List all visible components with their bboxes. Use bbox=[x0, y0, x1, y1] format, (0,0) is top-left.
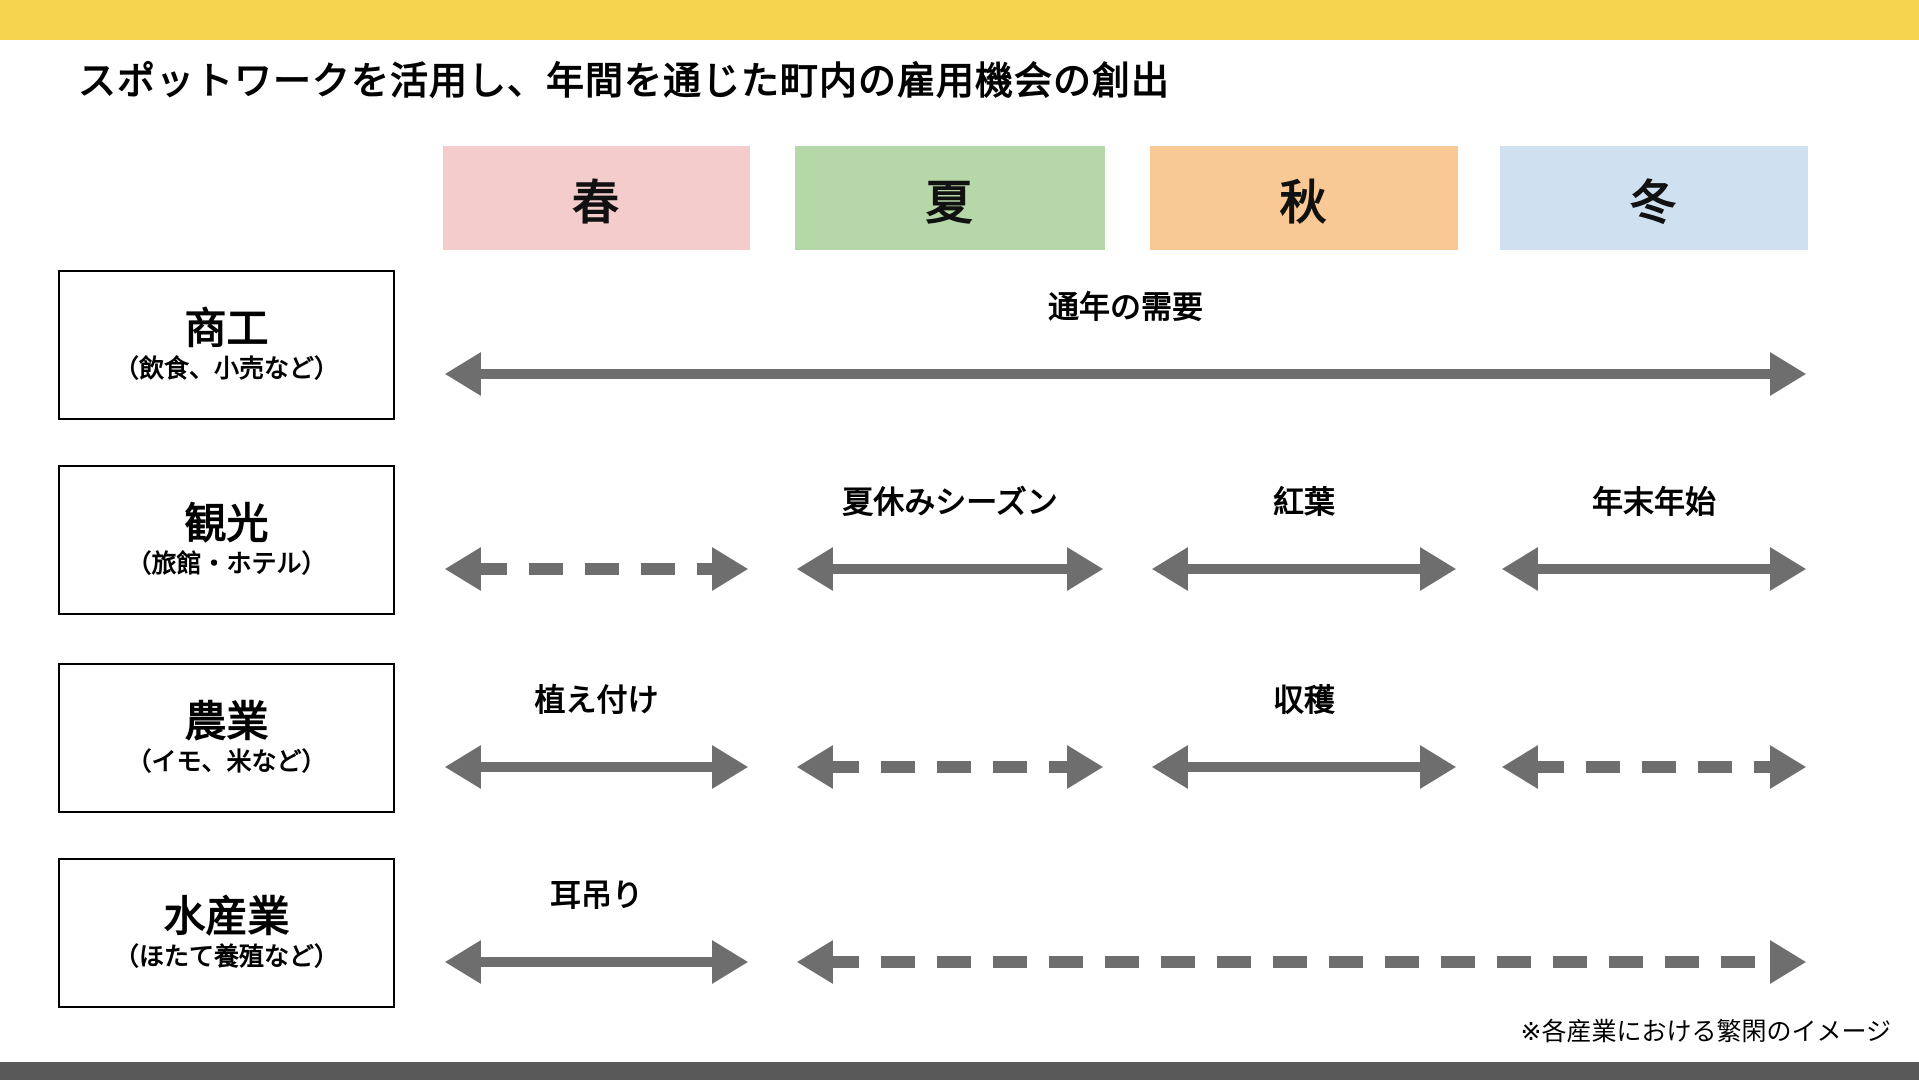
double-arrow-solid-icon bbox=[445, 940, 748, 984]
demand-span-tourism: 夏休みシーズン bbox=[795, 465, 1105, 615]
arrow-head bbox=[1420, 745, 1456, 789]
demand-span-commerce: 通年の需要 bbox=[443, 270, 1808, 420]
arrow-head bbox=[712, 745, 748, 789]
industry-name: 農業 bbox=[184, 697, 269, 745]
arrow-shaft bbox=[473, 957, 720, 967]
demand-span-fishery bbox=[795, 858, 1808, 1008]
arrow-head bbox=[1770, 352, 1806, 396]
industry-note: （ほたて養殖など） bbox=[113, 942, 339, 971]
industry-name: 観光 bbox=[184, 499, 269, 547]
season-header-winter: 冬 bbox=[1500, 146, 1808, 250]
demand-span-tourism: 年末年始 bbox=[1500, 465, 1808, 615]
industry-note: （飲食、小売など） bbox=[113, 354, 339, 383]
demand-span-agriculture bbox=[1500, 663, 1808, 813]
footnote: ※各産業における繁閑のイメージ bbox=[1520, 1018, 1891, 1046]
arrow-shaft bbox=[825, 564, 1075, 574]
season-header-spring: 春 bbox=[443, 146, 750, 250]
industry-name: 商工 bbox=[184, 304, 269, 352]
season-header-row: 春夏秋冬 bbox=[0, 146, 1919, 250]
demand-span-tourism: 紅葉 bbox=[1150, 465, 1458, 615]
industry-note: （旅館・ホテル） bbox=[126, 549, 327, 578]
demand-span-label: 植え付け bbox=[534, 683, 659, 718]
double-arrow-dashed-icon bbox=[797, 940, 1806, 984]
industry-name: 水産業 bbox=[163, 892, 290, 940]
bottom-footer-bar bbox=[0, 1062, 1919, 1080]
industry-box-tourism: 観光（旅館・ホテル） bbox=[58, 465, 395, 615]
demand-span-agriculture bbox=[795, 663, 1105, 813]
demand-span-agriculture: 植え付け bbox=[443, 663, 750, 813]
industry-box-agriculture: 農業（イモ、米など） bbox=[58, 663, 395, 813]
arrow-shaft bbox=[473, 369, 1778, 379]
arrow-head bbox=[1067, 745, 1103, 789]
double-arrow-solid-icon bbox=[445, 352, 1806, 396]
industry-box-commerce: 商工（飲食、小売など） bbox=[58, 270, 395, 420]
double-arrow-dashed-icon bbox=[1502, 745, 1806, 789]
demand-span-agriculture: 収穫 bbox=[1150, 663, 1458, 813]
industry-box-fishery: 水産業（ほたて養殖など） bbox=[58, 858, 395, 1008]
demand-span-label: 年末年始 bbox=[1592, 485, 1716, 520]
double-arrow-solid-icon bbox=[1152, 745, 1456, 789]
arrow-shaft bbox=[1180, 762, 1428, 772]
arrow-head bbox=[1770, 547, 1806, 591]
demand-span-fishery: 耳吊り bbox=[443, 858, 750, 1008]
demand-span-label: 収穫 bbox=[1273, 683, 1335, 718]
arrow-shaft bbox=[825, 761, 1075, 773]
arrow-shaft bbox=[473, 762, 720, 772]
top-accent-bar bbox=[0, 0, 1919, 40]
double-arrow-solid-icon bbox=[797, 547, 1103, 591]
double-arrow-dashed-icon bbox=[445, 547, 748, 591]
arrow-head bbox=[1420, 547, 1456, 591]
double-arrow-solid-icon bbox=[445, 745, 748, 789]
arrow-shaft bbox=[473, 563, 720, 575]
arrow-shaft bbox=[825, 956, 1778, 968]
demand-span-label: 耳吊り bbox=[550, 878, 643, 913]
arrow-shaft bbox=[1530, 564, 1778, 574]
season-header-summer: 夏 bbox=[795, 146, 1105, 250]
arrow-head bbox=[1770, 745, 1806, 789]
arrow-head bbox=[712, 547, 748, 591]
arrow-head bbox=[1067, 547, 1103, 591]
season-header-autumn: 秋 bbox=[1150, 146, 1458, 250]
arrow-shaft bbox=[1530, 761, 1778, 773]
double-arrow-dashed-icon bbox=[797, 745, 1103, 789]
demand-span-label: 紅葉 bbox=[1273, 485, 1335, 520]
double-arrow-solid-icon bbox=[1152, 547, 1456, 591]
double-arrow-solid-icon bbox=[1502, 547, 1806, 591]
arrow-shaft bbox=[1180, 564, 1428, 574]
arrow-head bbox=[1770, 940, 1806, 984]
demand-span-label: 夏休みシーズン bbox=[842, 485, 1058, 520]
demand-span-label: 通年の需要 bbox=[1048, 290, 1203, 325]
demand-span-tourism bbox=[443, 465, 750, 615]
page-title: スポットワークを活用し、年間を通じた町内の雇用機会の創出 bbox=[78, 61, 1171, 103]
industry-note: （イモ、米など） bbox=[126, 747, 327, 776]
arrow-head bbox=[712, 940, 748, 984]
